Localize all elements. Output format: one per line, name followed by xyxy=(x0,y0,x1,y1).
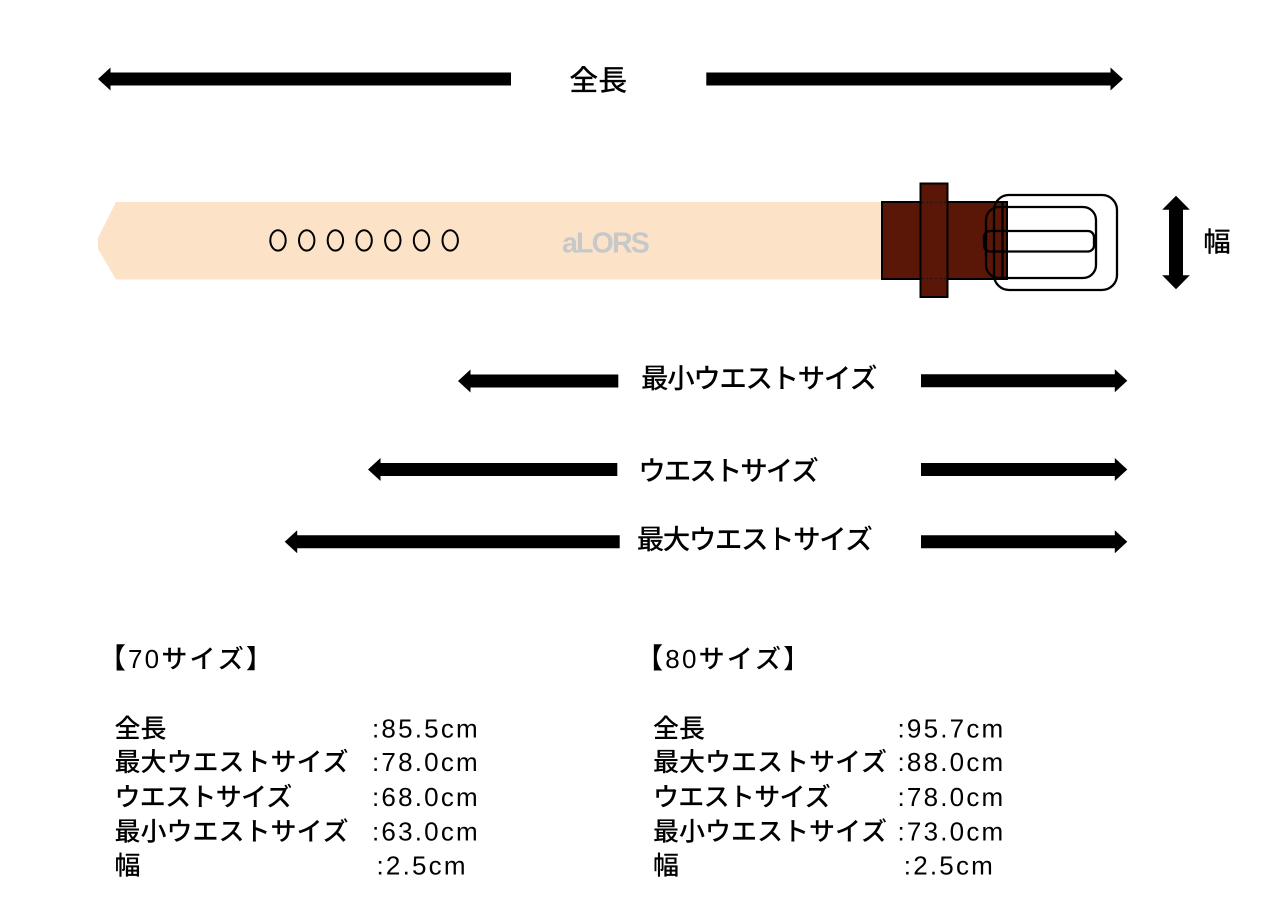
svg-text:全長: 全長 xyxy=(653,709,705,746)
svg-text:幅: 幅 xyxy=(115,846,141,883)
svg-text:最小ウエストサイズ: 最小ウエストサイズ xyxy=(653,812,887,849)
svg-text:aLORS: aLORS xyxy=(562,228,649,260)
svg-text:70サイズ】: 70サイズ】 xyxy=(128,639,274,676)
svg-text:最大ウエストサイズ: 最大ウエストサイズ xyxy=(637,517,872,557)
svg-text:ウエストサイズ: ウエストサイズ xyxy=(638,449,818,489)
svg-text:ウエストサイズ: ウエストサイズ xyxy=(653,777,831,814)
svg-text::68.0cm: :68.0cm xyxy=(372,782,480,812)
svg-text::2.5cm: :2.5cm xyxy=(904,851,995,881)
svg-text:【: 【 xyxy=(635,637,663,677)
svg-text:幅: 幅 xyxy=(1203,220,1231,260)
svg-text:全長: 全長 xyxy=(115,709,167,746)
svg-text::78.0cm: :78.0cm xyxy=(372,747,480,777)
svg-text::78.0cm: :78.0cm xyxy=(898,782,1006,812)
svg-text:最大ウエストサイズ: 最大ウエストサイズ xyxy=(115,742,349,779)
svg-text::95.7cm: :95.7cm xyxy=(898,714,1006,744)
svg-text::88.0cm: :88.0cm xyxy=(898,747,1006,777)
svg-text::73.0cm: :73.0cm xyxy=(898,817,1006,847)
svg-text:最小ウエストサイズ: 最小ウエストサイズ xyxy=(641,356,877,396)
svg-text:ウエストサイズ: ウエストサイズ xyxy=(115,777,293,814)
svg-text:幅: 幅 xyxy=(653,846,679,883)
svg-text:最大ウエストサイズ: 最大ウエストサイズ xyxy=(653,742,887,779)
svg-text::85.5cm: :85.5cm xyxy=(372,714,480,744)
svg-text:最小ウエストサイズ: 最小ウエストサイズ xyxy=(115,812,349,849)
svg-text::2.5cm: :2.5cm xyxy=(377,851,468,881)
svg-text:全長: 全長 xyxy=(569,58,627,100)
svg-text:【: 【 xyxy=(98,637,126,677)
svg-text:80サイズ】: 80サイズ】 xyxy=(665,639,811,676)
svg-text::63.0cm: :63.0cm xyxy=(372,817,480,847)
